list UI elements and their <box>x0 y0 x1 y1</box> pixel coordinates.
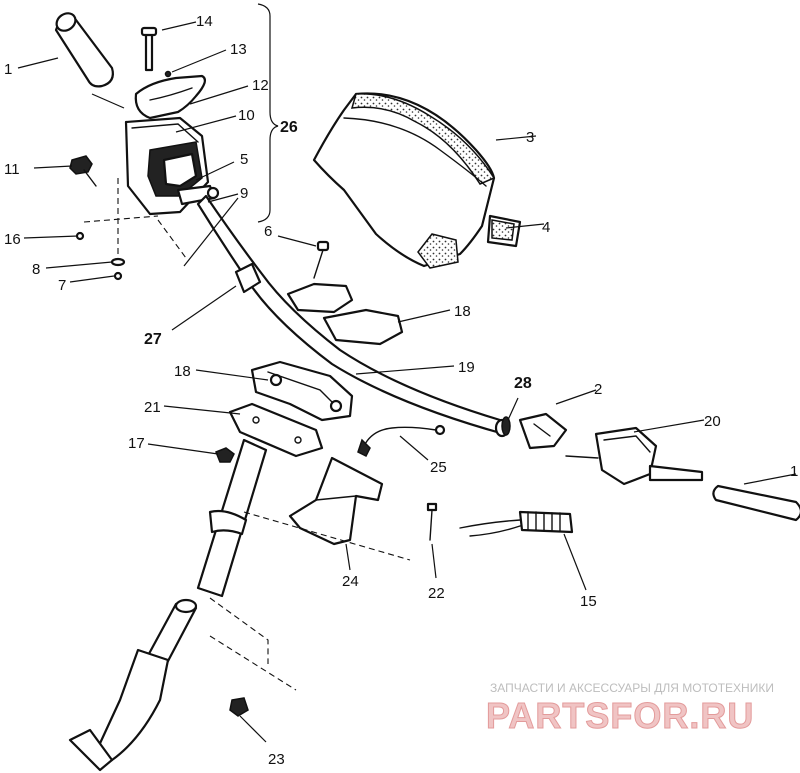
fasteners-16-8-7 <box>75 178 187 281</box>
throttle-grip-15 <box>459 510 574 537</box>
headlight-cowl <box>312 92 522 269</box>
callout-23: 23 <box>268 751 285 768</box>
callout-14: 14 <box>196 13 213 30</box>
callout-17: 17 <box>128 435 145 452</box>
collar-28 <box>501 416 511 436</box>
callout-2: 2 <box>594 381 602 398</box>
nut-17 <box>215 447 235 463</box>
callout-18-lower: 18 <box>174 363 191 380</box>
callout-7: 7 <box>58 277 66 294</box>
callout-3: 3 <box>526 129 534 146</box>
callout-20: 20 <box>704 413 721 430</box>
callout-18-upper: 18 <box>454 303 471 320</box>
callout-22: 22 <box>428 585 445 602</box>
leader-lines <box>17 3 797 743</box>
left-switch-housing <box>124 26 220 216</box>
callout-27: 27 <box>144 331 162 348</box>
callout-16: 16 <box>4 231 21 248</box>
nut-23 <box>229 697 249 717</box>
callout-21: 21 <box>144 399 161 416</box>
callout-12: 12 <box>252 77 269 94</box>
callout-1-right: 1 <box>790 463 798 480</box>
bolt-6 <box>313 240 330 279</box>
right-housing-20 <box>565 426 704 486</box>
upper-clamp-18 <box>286 282 404 346</box>
watermark-brand: PARTSFOR.RU <box>486 695 754 736</box>
lower-clamp-18 <box>250 360 354 422</box>
callout-9: 9 <box>240 185 248 202</box>
callout-11: 11 <box>4 161 20 178</box>
wire-25 <box>357 424 446 458</box>
screw-22 <box>426 502 438 541</box>
callout-10: 10 <box>238 107 255 124</box>
callout-24: 24 <box>342 573 359 590</box>
screw-11 <box>69 155 97 187</box>
callout-19: 19 <box>458 359 475 376</box>
callout-28: 28 <box>514 375 532 392</box>
callout-26: 26 <box>280 119 298 136</box>
callout-25: 25 <box>430 459 447 476</box>
steering-column <box>68 438 297 772</box>
callout-15: 15 <box>580 593 597 610</box>
lever-bracket-2 <box>518 412 568 450</box>
callout-5: 5 <box>240 151 248 168</box>
callout-6: 6 <box>264 223 272 240</box>
callout-labels: 1 1 2 3 4 5 6 7 8 9 10 11 12 13 14 15 16… <box>4 13 798 768</box>
right-grip <box>712 484 800 522</box>
watermark: ЗАПЧАСТИ И АКСЕССУАРЫ ДЛЯ МОТОТЕХНИКИ PA… <box>486 681 774 737</box>
callout-1: 1 <box>4 61 12 78</box>
left-grip <box>54 12 114 88</box>
mount-plate-21 <box>228 402 324 458</box>
callout-8: 8 <box>32 261 40 278</box>
callout-4: 4 <box>542 219 550 236</box>
watermark-tagline: ЗАПЧАСТИ И АКСЕССУАРЫ ДЛЯ МОТОТЕХНИКИ <box>490 681 774 695</box>
bracket-24 <box>243 456 411 561</box>
callout-13: 13 <box>230 41 247 58</box>
bar-clamp-27 <box>234 262 262 294</box>
